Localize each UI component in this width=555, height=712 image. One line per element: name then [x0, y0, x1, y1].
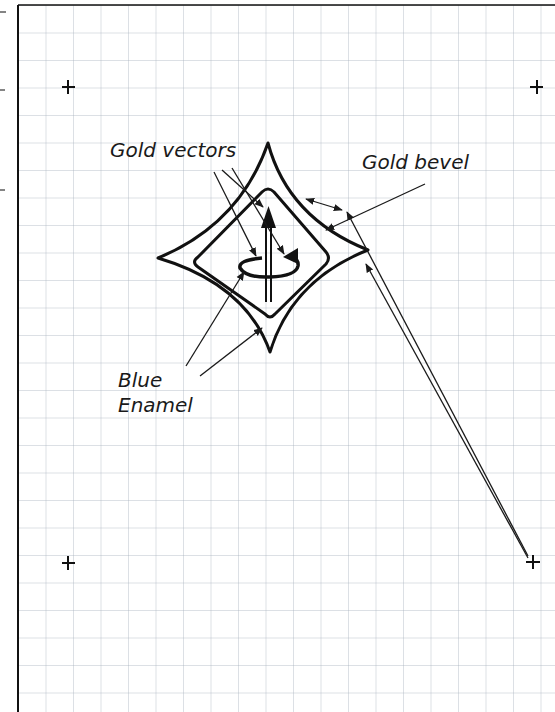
- callout-label: Gold bevel: [362, 150, 492, 175]
- callout-label: Gold vectors: [110, 138, 250, 163]
- registration-mark: [62, 80, 543, 570]
- grid-paper: [18, 5, 555, 712]
- callout-label: Blue Enamel: [118, 368, 202, 418]
- paper-edge: [18, 4, 555, 6]
- outer-star: [158, 143, 368, 352]
- leader-line: [214, 168, 284, 256]
- leader-line: [306, 184, 528, 558]
- inner-diamond: [195, 189, 329, 317]
- paper-edge: [17, 5, 19, 712]
- margin-ticks: [0, 12, 6, 190]
- rotation-arrow: [240, 248, 298, 277]
- leader-line: [186, 272, 262, 376]
